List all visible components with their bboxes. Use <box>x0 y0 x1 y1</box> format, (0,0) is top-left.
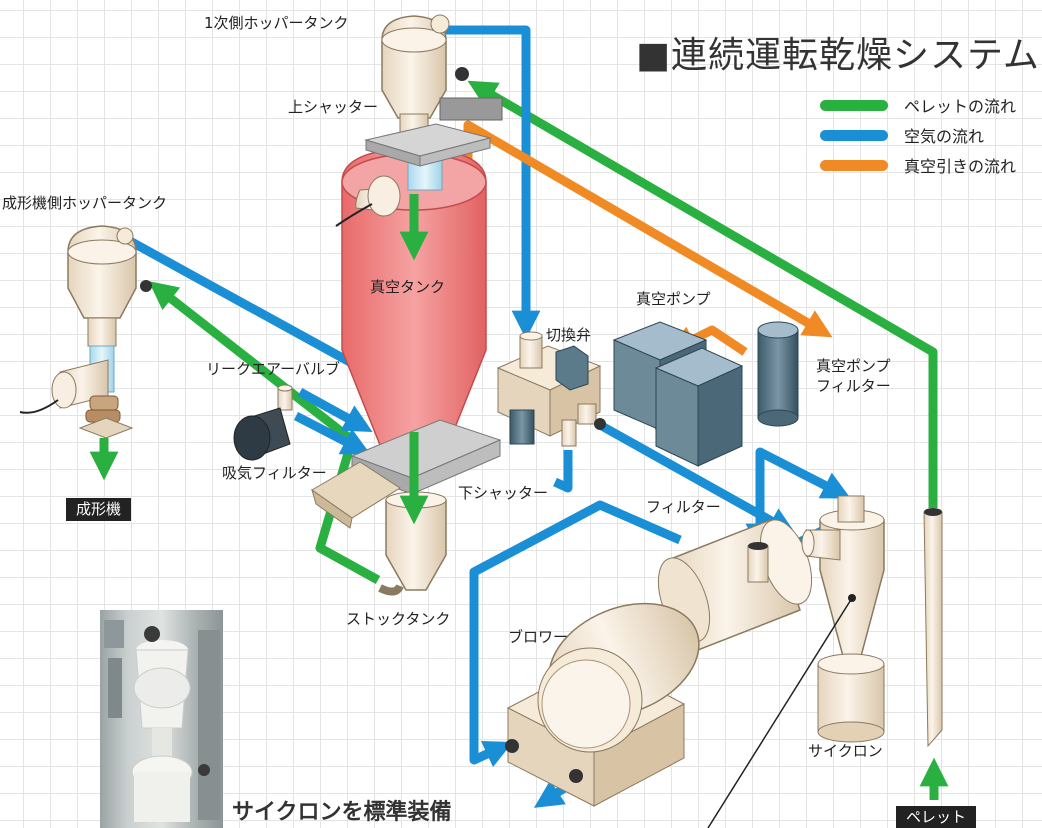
upper-shutter <box>364 97 503 167</box>
legend-item-air: 空気の流れ <box>820 124 984 146</box>
label-vacuum-pump: 真空ポンプ <box>636 290 711 308</box>
vacuum-pump-filter <box>757 321 799 427</box>
lower-shutter <box>311 419 502 529</box>
label-upper-shutter: 上シャッター <box>288 98 379 116</box>
label-stock-tank: ストックタンク <box>346 610 451 628</box>
label-molding-hopper: 成形機側ホッパータンク <box>2 194 168 212</box>
label-cyclone: サイクロン <box>808 742 883 760</box>
legend-swatch-air <box>820 129 888 141</box>
legend-swatch-pellet <box>820 99 888 111</box>
caption-standard-cyclone: サイクロンを標準装備 <box>232 800 452 825</box>
label-leak-air-valve: リークエアーバルブ <box>206 360 340 378</box>
label-vacuum-pump-filter: 真空ポンプ フィルター <box>816 357 891 396</box>
label-switch-valve: 切換弁 <box>546 326 592 344</box>
pellet-suction-pipe <box>919 508 949 800</box>
primary-hopper <box>381 14 469 133</box>
cyclone-unit <box>707 495 885 828</box>
label-blower: ブロワー <box>508 628 569 646</box>
blower-unit <box>505 602 700 807</box>
legend-label-pellet: ペレットの流れ <box>904 97 1017 116</box>
label-vacuum-tank: 真空タンク <box>370 278 446 296</box>
legend-item-pellet: ペレットの流れ <box>820 94 1016 116</box>
tag-pellet: ペレット <box>896 806 977 828</box>
molding-hopper <box>19 225 152 481</box>
switch-valve <box>496 331 606 447</box>
label-filter: フィルター <box>646 498 721 516</box>
filter-unit <box>657 519 813 651</box>
leak-air-valve <box>277 384 293 411</box>
legend-label-air: 空気の流れ <box>904 127 985 146</box>
cyclone-photo <box>100 610 223 828</box>
vacuum-tank <box>335 129 487 471</box>
vacuum-pump <box>612 321 744 467</box>
legend-item-vacuum: 真空引きの流れ <box>820 154 1016 176</box>
legend-swatch-vacuum <box>820 159 888 171</box>
label-intake-filter: 吸気フィルター <box>222 464 327 482</box>
label-primary-hopper: 1次側ホッパータンク <box>204 14 349 32</box>
diagram-title: ■連続運転乾燥システム図 <box>636 35 1042 76</box>
intake-filter <box>233 407 291 461</box>
legend-label-vacuum: 真空引きの流れ <box>904 157 1017 176</box>
cyclone-photo-drawing <box>104 620 220 822</box>
label-lower-shutter: 下シャッター <box>458 484 549 502</box>
tag-molding-machine: 成形機 <box>66 498 132 521</box>
